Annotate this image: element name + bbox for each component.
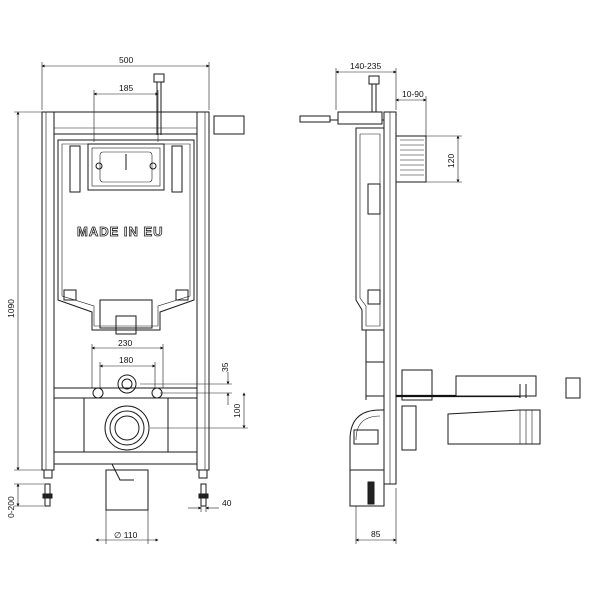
dim-width: 500 (119, 55, 133, 65)
panel-ribs (400, 139, 424, 176)
bowl-bracket (455, 375, 537, 397)
dim-panel-range: 10-90 (402, 89, 424, 99)
dim-floor-range: 0-200 (6, 496, 16, 518)
end-cap (565, 377, 581, 399)
cistern-side (355, 127, 385, 331)
dim-depth-range: 140-235 (350, 61, 381, 71)
side-panel (395, 135, 427, 183)
dim-bolt-spacing: 180 (119, 355, 133, 365)
inlet-rod (299, 115, 331, 123)
side-drain-pipe (349, 469, 385, 507)
drain-outlet (104, 405, 150, 451)
top-crossbar (53, 111, 198, 135)
right-post (196, 111, 210, 471)
dim-offset-35: 35 (220, 362, 230, 372)
flush-pipe-outlet (117, 374, 137, 394)
dim-panel-height: 120 (446, 154, 456, 168)
dim-pipe-spacing: 230 (118, 338, 132, 348)
flush-button-plate (87, 143, 165, 191)
dim-height: 1090 (6, 299, 16, 318)
made-in-eu-stamp: MADE IN EU (77, 224, 164, 239)
dim-depth-85: 85 (371, 529, 381, 539)
front-view: MADE IN EU 500 (6, 55, 248, 544)
left-post (41, 111, 55, 471)
cistern-body (57, 139, 195, 331)
dim-offset-100: 100 (232, 404, 242, 418)
side-view: 140-235 10-90 120 85 (299, 61, 581, 544)
water-inlet-valve (153, 73, 165, 83)
dim-foot: 40 (222, 498, 232, 508)
dim-drain-diameter: ∅ 110 (114, 530, 138, 540)
dim-button-width: 185 (119, 83, 133, 93)
side-elbow (349, 409, 385, 471)
bottom-crossbar (53, 451, 198, 465)
drain-pipe (105, 469, 149, 511)
side-bracket (213, 115, 245, 135)
